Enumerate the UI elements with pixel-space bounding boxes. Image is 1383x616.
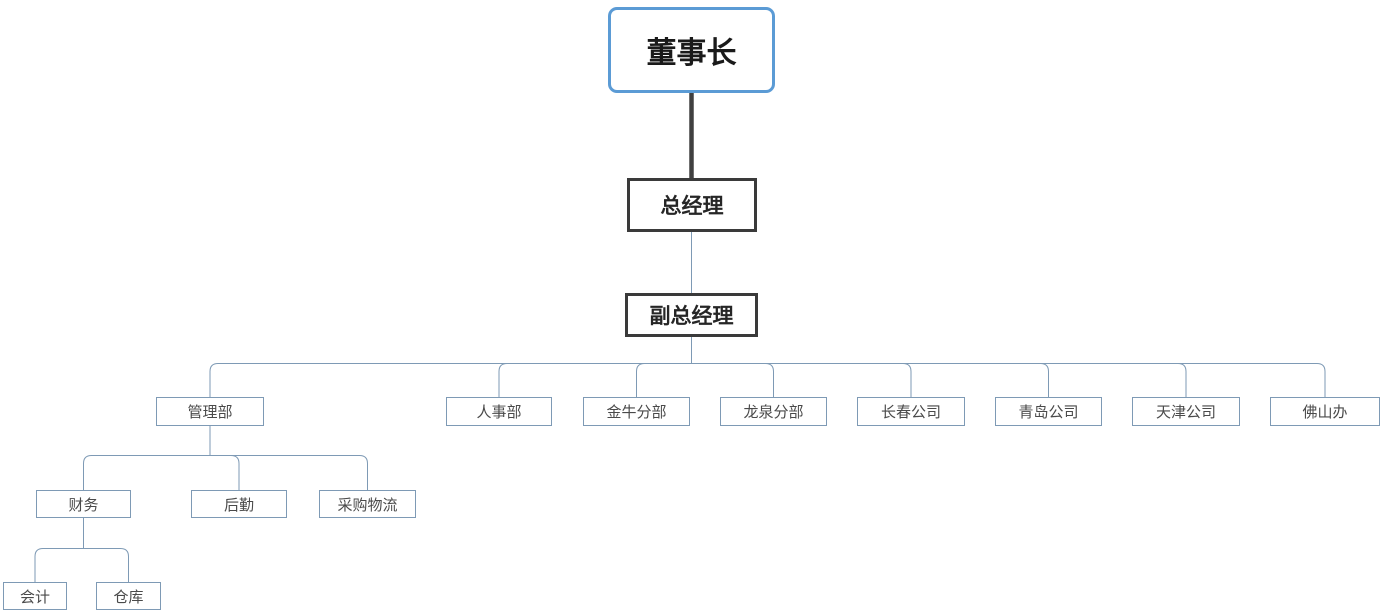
org-node-jinniu-branch[interactable]: 金牛分部	[583, 397, 690, 426]
connector-finance-warehouse	[83, 548, 129, 582]
connector-finance-accounting	[34, 548, 84, 582]
org-node-qingdao-company[interactable]: 青岛公司	[995, 397, 1102, 426]
org-node-accounting[interactable]: 会计	[3, 582, 67, 610]
connector-management-procurement	[210, 455, 368, 490]
connector-deputy-changchun-company	[691, 363, 912, 397]
connector-deputy-management-dept	[209, 363, 692, 397]
org-node-logistics[interactable]: 后勤	[191, 490, 287, 518]
connector-deputy-qingdao-company	[691, 363, 1049, 397]
org-node-changchun-company[interactable]: 长春公司	[857, 397, 965, 426]
connector-deputy-jinniu-branch	[636, 363, 692, 397]
connector-management-finance	[83, 455, 210, 490]
org-node-finance[interactable]: 财务	[36, 490, 131, 518]
org-node-management-dept[interactable]: 管理部	[156, 397, 264, 426]
org-node-general-manager[interactable]: 总经理	[627, 178, 757, 232]
org-node-longquan-branch[interactable]: 龙泉分部	[720, 397, 827, 426]
org-node-deputy-general-manager[interactable]: 副总经理	[625, 293, 758, 337]
connector-deputy-tianjin-company	[691, 363, 1187, 397]
org-node-tianjin-company[interactable]: 天津公司	[1132, 397, 1240, 426]
connector-deputy-foshan-office	[691, 363, 1326, 397]
org-node-warehouse[interactable]: 仓库	[96, 582, 161, 610]
connector-deputy-hr-dept	[498, 363, 692, 397]
org-node-chairman[interactable]: 董事长	[608, 7, 775, 93]
org-node-procurement-logistics[interactable]: 采购物流	[319, 490, 416, 518]
connector-deputy-longquan-branch	[691, 363, 774, 397]
connector-management-logistics	[210, 455, 240, 490]
org-node-hr-dept[interactable]: 人事部	[446, 397, 552, 426]
org-node-foshan-office[interactable]: 佛山办	[1270, 397, 1380, 426]
